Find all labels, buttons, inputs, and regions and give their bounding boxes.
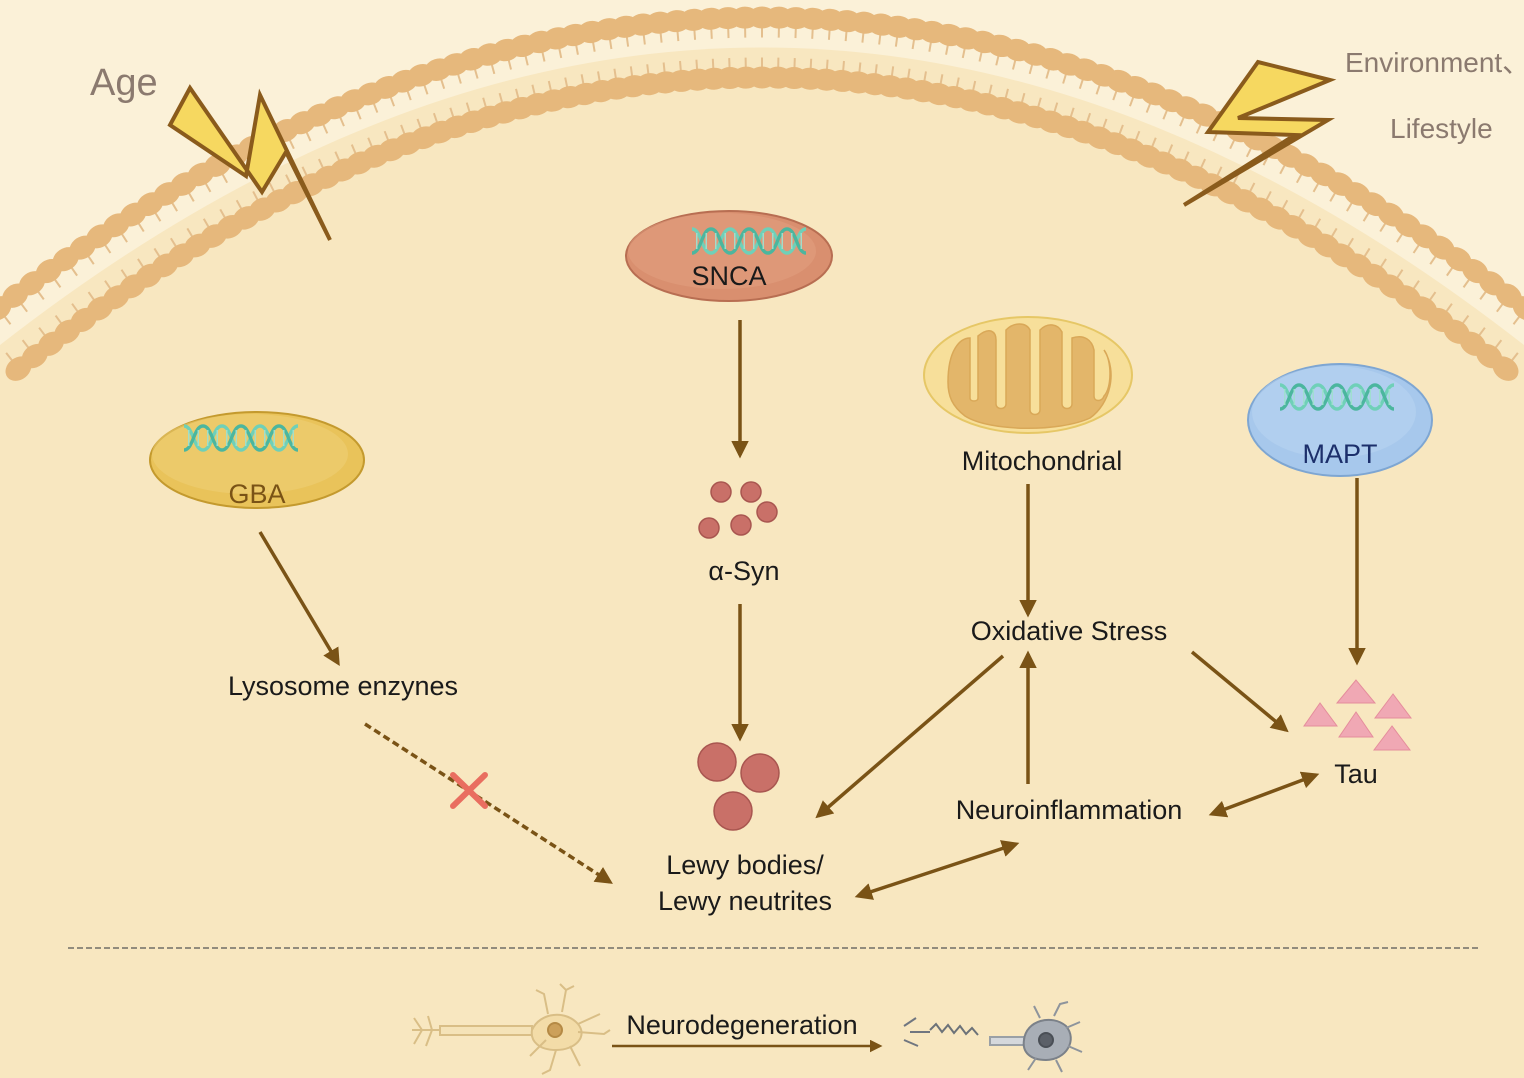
gba-gene: GBA [149, 411, 365, 509]
arrow-lysosome-to-lewy-dashed [364, 722, 613, 884]
mapt-label: MAPT [1302, 439, 1377, 469]
arrow-gba-to-lysosome [258, 531, 340, 667]
pathway-arrows [258, 320, 1366, 900]
lewy-neurites-label: Lewy neutrites [658, 886, 832, 916]
lysosome-enzymes-label: Lysosome enzynes [228, 671, 458, 701]
oxidative-stress-label: Oxidative Stress [971, 616, 1168, 646]
arrow-oxidative-to-tau [1190, 650, 1289, 733]
tau-label: Tau [1334, 759, 1378, 789]
neuroinflammation-label: Neuroinflammation [956, 795, 1183, 825]
lewy-bodies-label: Lewy bodies/ [666, 850, 824, 880]
cell-interior [0, 47, 1524, 1078]
lifestyle-label: Lifestyle [1390, 113, 1493, 144]
environment-lightning-icon [1182, 59, 1337, 207]
age-lightning-icon [167, 84, 332, 241]
age-label: Age [90, 62, 158, 104]
snca-label: SNCA [691, 261, 766, 291]
healthy-neuron-icon [412, 983, 611, 1075]
alpha-syn-monomers-icon [698, 481, 778, 539]
inhibition-cross-icon [450, 772, 488, 809]
mitochondrial-label: Mitochondrial [962, 446, 1123, 476]
arrow-lewy-neuroinflammation-bidirectional [854, 840, 1020, 900]
alpha-syn-label: α-Syn [708, 556, 779, 586]
mitochondrion-icon [923, 316, 1133, 434]
environment-label: Environment、 [1345, 47, 1524, 78]
cell-membrane [0, 6, 1524, 381]
tau-aggregates-icon [1303, 679, 1412, 751]
snca-gene: SNCA [625, 210, 833, 302]
lewy-bodies-icon [697, 742, 780, 831]
arrow-neuroinflammation-tau-bidirectional [1208, 771, 1320, 818]
lipid-head [1512, 296, 1524, 321]
degenerated-neuron-icon [903, 1001, 1083, 1073]
lipid-head [1492, 356, 1519, 381]
mapt-gene: MAPT [1247, 363, 1433, 477]
neurodegeneration-label: Neurodegeneration [626, 1010, 857, 1040]
gba-label: GBA [228, 479, 285, 509]
arrow-oxidative-to-lewy [815, 654, 1005, 819]
